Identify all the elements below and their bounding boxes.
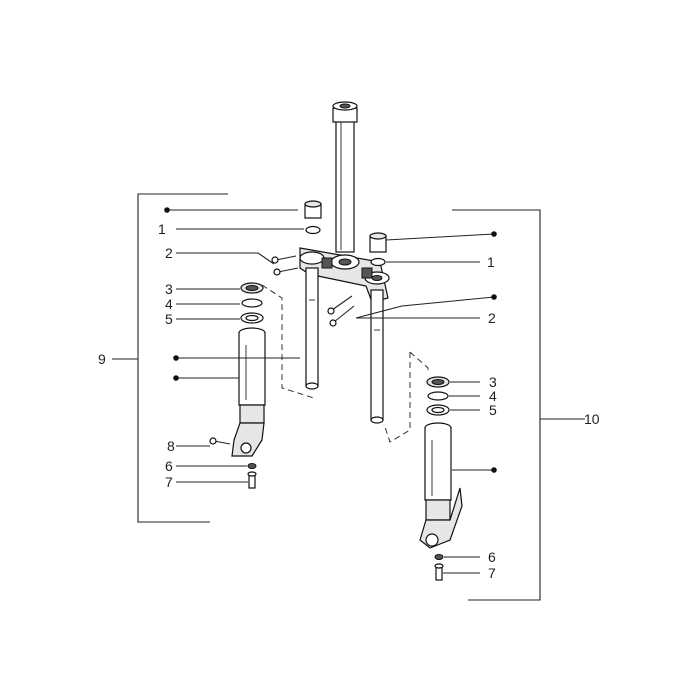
callout-right-7: 7 bbox=[488, 565, 496, 581]
right-leader-lines bbox=[355, 231, 497, 574]
left-hardware bbox=[209, 437, 257, 489]
callout-left-1: 1 bbox=[158, 221, 166, 237]
callout-right-4: 4 bbox=[489, 388, 497, 404]
assembly-guides bbox=[261, 284, 429, 443]
callout-left-4: 4 bbox=[165, 296, 173, 312]
callout-left-2: 2 bbox=[165, 245, 173, 261]
right-clamp-bolts bbox=[327, 295, 355, 327]
group-10-bracket bbox=[452, 209, 585, 601]
triple-clamp bbox=[299, 247, 390, 303]
group-9-bracket bbox=[112, 193, 228, 523]
callout-left-8: 8 bbox=[167, 438, 175, 454]
left-clamp-bolts bbox=[271, 255, 299, 276]
left-top-cap bbox=[304, 200, 322, 235]
left-fork-tube bbox=[305, 267, 319, 390]
right-hardware bbox=[434, 554, 444, 581]
left-leader-lines bbox=[164, 207, 304, 483]
callout-left-6: 6 bbox=[165, 458, 173, 474]
callout-right-3: 3 bbox=[489, 374, 497, 390]
callout-right-5: 5 bbox=[489, 402, 497, 418]
callout-right-1: 1 bbox=[487, 254, 495, 270]
callout-left-3: 3 bbox=[165, 281, 173, 297]
callout-right-2: 2 bbox=[488, 310, 496, 326]
callout-left-5: 5 bbox=[165, 311, 173, 327]
callout-right-6: 6 bbox=[488, 549, 496, 565]
callout-left-7: 7 bbox=[165, 474, 173, 490]
right-fork-leg bbox=[419, 422, 463, 549]
steering-stem bbox=[332, 101, 358, 253]
callout-group-9: 9 bbox=[98, 351, 106, 367]
left-fork-leg bbox=[231, 327, 266, 457]
callout-group-10: 10 bbox=[584, 411, 600, 427]
right-top-cap bbox=[369, 232, 387, 267]
left-seal-stack bbox=[240, 282, 264, 324]
right-fork-tube bbox=[370, 289, 384, 424]
right-seal-stack bbox=[426, 376, 450, 416]
